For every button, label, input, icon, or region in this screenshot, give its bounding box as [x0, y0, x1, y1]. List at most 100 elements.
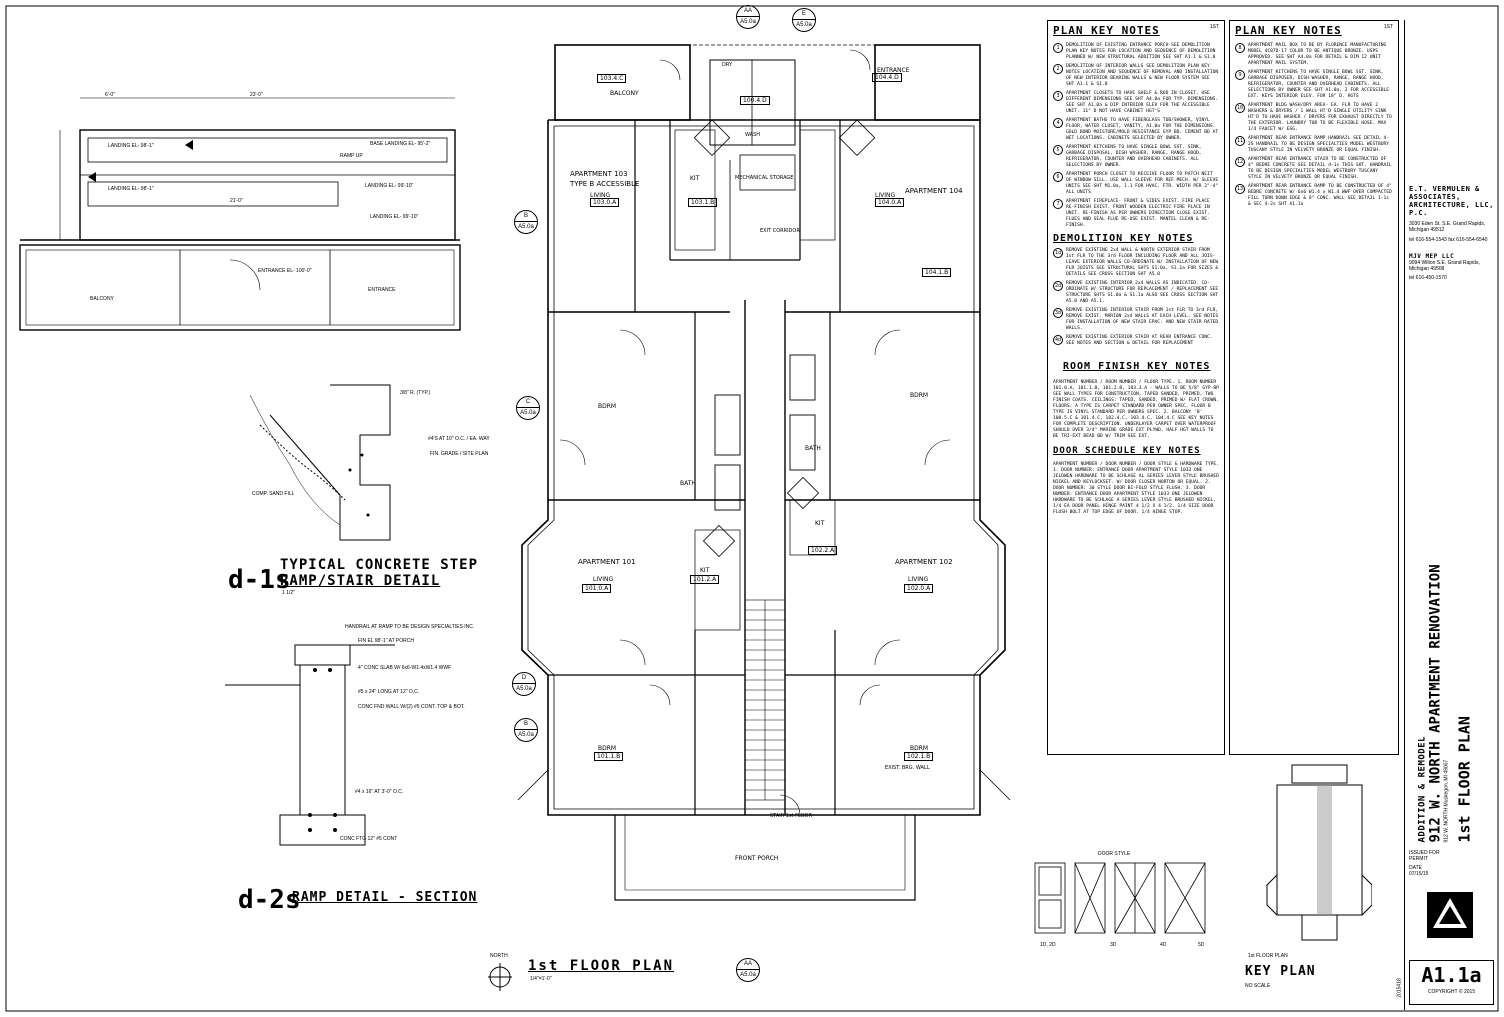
d1-code: d-1s	[228, 565, 291, 595]
door-schedule-title: DOOR SCHEDULE KEY NOTES	[1053, 446, 1201, 456]
d1-scale: 1 1/2"	[282, 590, 295, 596]
d2-note-fin-el: FIN EL 98'-1" AT PORCH	[358, 638, 414, 644]
room-bath-1: BATH	[680, 480, 696, 487]
key-plan-scale: NO SCALE	[1245, 983, 1271, 989]
room-dry: DRY	[722, 62, 733, 68]
inset-landing-1: LANDING EL- 98'-1"	[108, 143, 154, 149]
d1-note-grade: FIN. GRADE / SITE PLAN	[430, 451, 489, 457]
room-tag: 102.1.B	[904, 752, 934, 761]
key-note-number: 11	[1235, 136, 1245, 146]
door-style-elevations	[1034, 862, 1206, 934]
room-kit-101: KIT	[700, 567, 710, 574]
inset-balcony: BALCONY	[90, 296, 114, 302]
ramp-section-drawing	[225, 644, 395, 846]
section-mark-ref: A5.0a	[737, 969, 759, 980]
room-tag: 101.2.A	[690, 575, 720, 584]
inset-landing-4: LANDING EL- 99'-10"	[370, 214, 419, 220]
room-tag: 100.4.D	[740, 96, 770, 105]
firm-logo	[1427, 892, 1473, 938]
room-tag: 102.0.A	[904, 584, 934, 593]
plan-title: 1st FLOOR PLAN	[528, 958, 675, 974]
door-style-label: 5D	[1198, 942, 1205, 948]
project-address: 912 W. NORTH Muskegon, MI 49007	[1443, 759, 1449, 843]
room-exit-corridor: EXIT CORRIDOR	[760, 228, 800, 234]
mep-firm: MJV MEP LLC	[1409, 253, 1455, 260]
key-note-text: APARTMENT MAIL BOX TO BE BY FLORENCE MAN…	[1248, 43, 1387, 66]
inset-dim-left: 6'-0"	[105, 92, 115, 98]
key-note-number: 9	[1235, 70, 1245, 80]
room-apt101: APARTMENT 101	[578, 558, 636, 566]
key-note-text: REMOVE EXISTING 2x4 WALL & NORTH EXTERIO…	[1066, 248, 1219, 277]
section-mark-aa-bottom: AA A5.0a	[736, 958, 760, 982]
key-note-number: 6	[1053, 172, 1063, 182]
sheet-title: 1st FLOOR PLAN	[1455, 716, 1473, 843]
section-mark-ref: A5.0a	[515, 221, 537, 232]
section-mark-ref: A5.0a	[513, 683, 535, 694]
door-style-label: 3D	[1110, 942, 1117, 948]
mep-phone: tel 616-450-1570	[1409, 275, 1447, 281]
section-mark-label: AA	[743, 961, 752, 967]
firm-phone: tel 616-554-1543 fax 616-554-6540	[1409, 237, 1488, 243]
door-schedule-text: APARTMENT NUMBER / DOOR NUMBER / DOOR ST…	[1053, 462, 1219, 515]
room-kit-102: KIT	[815, 520, 825, 527]
inset-dim-top: 23'-0"	[250, 92, 263, 98]
section-mark-label: AA	[743, 8, 752, 14]
room-bath-2: BATH	[805, 445, 821, 452]
d1-title: TYPICAL CONCRETE STEP	[280, 557, 479, 573]
sheet-number: A1.1a	[1421, 963, 1482, 987]
room-bdrm-104: BDRM	[910, 392, 929, 399]
date-value: 07/15/15	[1409, 871, 1429, 877]
firm-name: E.T. VERMULEN & ASSOCIATES, ARCHITECTURE…	[1409, 185, 1494, 217]
date-label: DATE	[1409, 865, 1422, 871]
inset-landing-3: LANDING EL- 99'-10"	[365, 183, 414, 189]
room-tag: 101.1.B	[594, 752, 624, 761]
notes-sheet-ref: 1ST	[1209, 24, 1219, 30]
floor-plan-drawing	[517, 44, 1011, 901]
d1-note-fill: COMP. SAND FILL	[252, 491, 295, 497]
key-note-text: APARTMENT BLDG WASH/DRY AREA- EA. FLR TO…	[1248, 103, 1392, 132]
room-finish-text: APARTMENT NUMBER / ROOM NUMBER / FLOOR T…	[1053, 380, 1219, 439]
inset-landing-2: BASE LANDING EL- 95'-2"	[370, 141, 431, 147]
room-kit-103: KIT	[690, 175, 700, 182]
plan-scale: 1/4"=1'-0"	[530, 976, 552, 982]
section-mark-ref: A5.0a	[515, 729, 537, 740]
key-note-text: APARTMENT REAR ENTRANCE RAMP HANDRAIL SE…	[1248, 136, 1390, 153]
room-tag: 103.4.C	[597, 74, 627, 83]
room-apt103: APARTMENT 103	[570, 170, 628, 178]
key-note-text: DEMOLITION OF EXISTING ENTRANCE PORCH-SE…	[1066, 43, 1216, 60]
section-mark-c: C A5.0a	[516, 396, 540, 420]
door-style-label: 4D	[1160, 942, 1167, 948]
key-note-text: APARTMENT REAR ENTRANCE STAIR TO BE CONS…	[1248, 157, 1392, 180]
notes-title: PLAN KEY NOTES	[1053, 24, 1160, 37]
room-living-101: LIVING	[593, 576, 614, 583]
room-balcony: BALCONY	[610, 90, 639, 97]
demolition-notes-title: DEMOLITION KEY NOTES	[1053, 233, 1194, 244]
issued-for-value: PERMIT	[1409, 856, 1428, 862]
room-bdrm-103: BDRM	[598, 403, 617, 410]
room-front-porch: FRONT PORCH	[735, 855, 779, 862]
key-note-number: 4	[1053, 118, 1063, 128]
key-note-text: APARTMENT KITCHENS TO HAVE SINGLE BOWL S…	[1248, 70, 1390, 99]
issued-for-label: ISSUED FOR	[1409, 850, 1440, 856]
project-block: ADDITION & REMODEL 912 W. NORTH APARTMEN…	[1403, 203, 1488, 863]
key-note-text: APARTMENT CLOSETS TO HAVE SHELF & ROD IN…	[1066, 91, 1219, 114]
section-mark-label: E	[801, 11, 806, 17]
room-bdrm-101: BDRM	[598, 745, 617, 752]
d1-note-radius: 3/8" R. (TYP.)	[400, 390, 431, 396]
section-mark-ref: A5.0a	[737, 16, 759, 27]
room-tag: 104.0.A	[875, 198, 905, 207]
room-mech: MECHANICAL STORAGE	[735, 175, 794, 181]
mep-address: 9094 Wilton S.E. Grand Rapids, Michigan …	[1409, 260, 1480, 272]
key-note-number: 2	[1053, 64, 1063, 74]
sheet-number-box: A1.1a COPYRIGHT © 2015	[1409, 960, 1494, 1005]
